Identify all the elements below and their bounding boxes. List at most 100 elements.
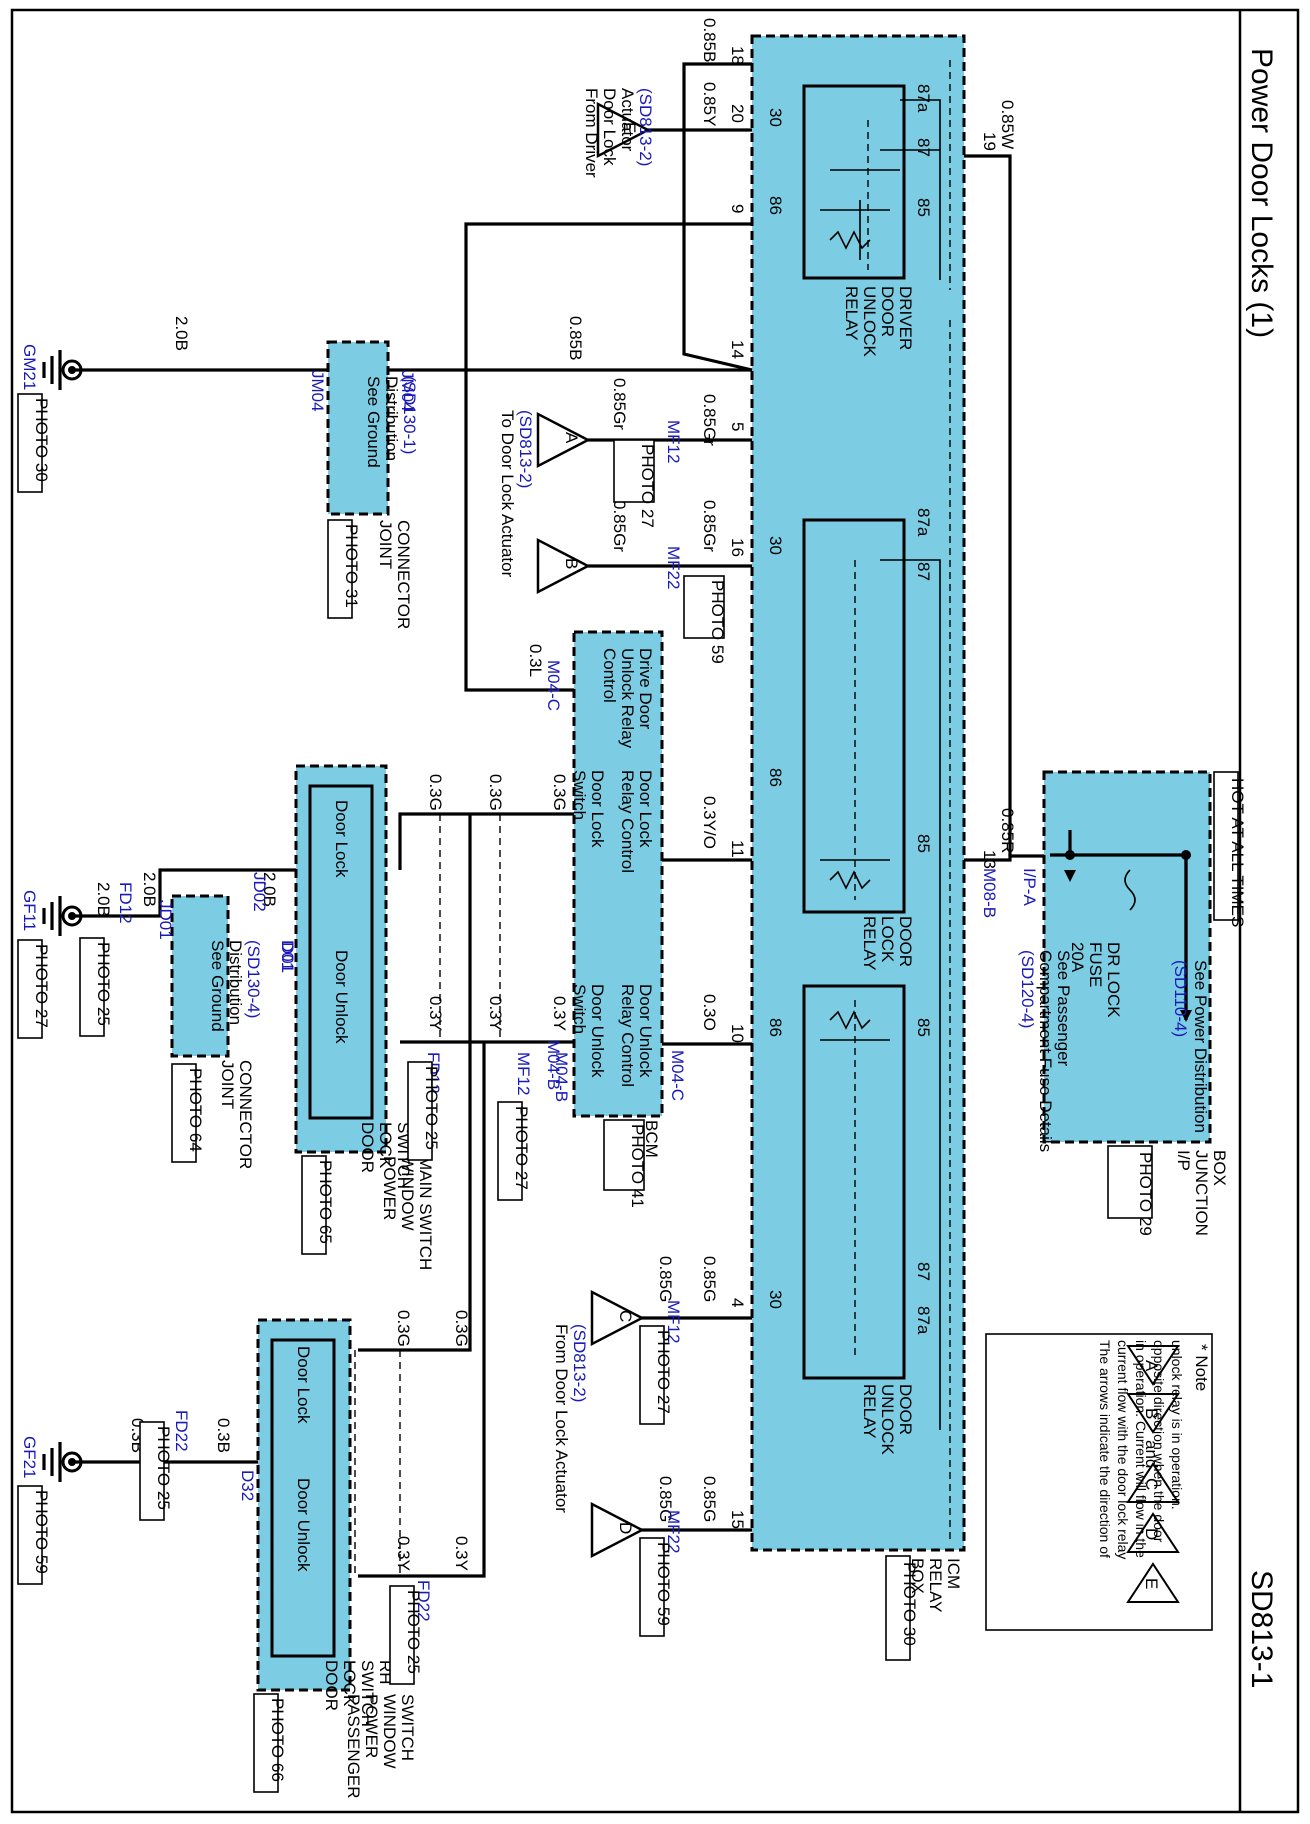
svg-text:30: 30 xyxy=(766,1290,785,1309)
svg-text:current flow with the door loc: current flow with the door lock relay xyxy=(1115,1340,1131,1559)
svg-text:MF22: MF22 xyxy=(664,546,683,589)
svg-text:D: D xyxy=(1142,1528,1161,1540)
svg-text:0.85Y: 0.85Y xyxy=(700,82,719,126)
photo-labels: PHOTO 27 PHOTO 59 PHOTO 25 PHOTO 27 PHOT… xyxy=(79,439,727,1685)
hot-at-all-times: HOT AT ALL TIMES xyxy=(1228,778,1247,927)
connector-labels: MF12 MF22 MF12 FD12 D01 JD02 FD12 MF12 M… xyxy=(116,420,1039,1622)
svg-text:87: 87 xyxy=(914,1262,933,1281)
svg-text:PHOTO 31: PHOTO 31 xyxy=(342,524,361,608)
svg-text:Compartment Fuse Details: Compartment Fuse Details xyxy=(1036,950,1055,1152)
svg-text:A: A xyxy=(562,432,581,444)
svg-text:Switch: Switch xyxy=(570,984,589,1034)
svg-text:0.85Gr: 0.85Gr xyxy=(700,500,719,552)
svg-text:PHOTO 29: PHOTO 29 xyxy=(1136,1152,1155,1236)
note-box xyxy=(985,1333,1213,1631)
svg-text:WINDOW: WINDOW xyxy=(380,1694,399,1769)
relay-lock-label: DOOR xyxy=(896,916,915,967)
svg-text:18: 18 xyxy=(728,46,747,65)
svg-text:JOINT: JOINT xyxy=(376,520,395,569)
door-lock-switch-rh[interactable] xyxy=(270,1338,336,1658)
svg-text:0.3O: 0.3O xyxy=(700,994,719,1031)
svg-text:0.85B: 0.85B xyxy=(700,18,719,62)
svg-text:DOOR: DOOR xyxy=(878,286,897,337)
svg-text:LOCK: LOCK xyxy=(340,1660,359,1707)
svg-text:PHOTO 30: PHOTO 30 xyxy=(900,1562,919,1646)
driver-door-unlock-relay[interactable] xyxy=(802,84,906,280)
svg-text:(SD130-4): (SD130-4) xyxy=(244,940,263,1018)
svg-text:PHOTO 27: PHOTO 27 xyxy=(654,1330,673,1414)
svg-text:FD22: FD22 xyxy=(172,1410,191,1452)
svg-text:DOOR: DOOR xyxy=(322,1660,341,1711)
note-line-1: The arrows indicate the direction of xyxy=(1097,1340,1113,1558)
svg-text:(SD813-2): (SD813-2) xyxy=(570,1324,589,1402)
svg-text:Door Unlock: Door Unlock xyxy=(636,984,655,1078)
terminal-a[interactable]: A xyxy=(536,411,591,469)
svg-text:PHOTO 25: PHOTO 25 xyxy=(404,1590,423,1674)
svg-text:DR LOCK: DR LOCK xyxy=(1104,942,1123,1018)
svg-text:4: 4 xyxy=(728,1298,747,1307)
svg-text:14: 14 xyxy=(728,340,747,359)
svg-text:30: 30 xyxy=(766,108,785,127)
power-ref-2: (SD110-4) xyxy=(1171,960,1190,1037)
svg-text:(SD130-1): (SD130-1) xyxy=(400,376,419,454)
svg-text:0.85Gr: 0.85Gr xyxy=(700,394,719,446)
terminal-d[interactable]: D xyxy=(590,1501,645,1559)
svg-text:PHOTO 64: PHOTO 64 xyxy=(186,1068,205,1152)
svg-text:30: 30 xyxy=(766,536,785,555)
svg-text:86: 86 xyxy=(766,1018,785,1037)
svg-text:CONNECTOR: CONNECTOR xyxy=(236,1060,255,1169)
terminal-e[interactable]: E xyxy=(596,101,651,159)
svg-text:M04-C: M04-C xyxy=(668,1050,687,1101)
svg-text:UNLOCK: UNLOCK xyxy=(860,286,879,358)
note-symbols: A B and C D E xyxy=(1126,1345,1180,1603)
svg-text:D: D xyxy=(616,1522,635,1534)
svg-text:M08-B: M08-B xyxy=(980,868,999,918)
svg-text:87a: 87a xyxy=(914,1306,933,1335)
svg-text:POWER: POWER xyxy=(362,1694,381,1758)
svg-text:GF21: GF21 xyxy=(20,1436,39,1479)
svg-text:BOX: BOX xyxy=(908,1558,927,1594)
door-lock-switch-lh[interactable] xyxy=(308,784,374,1120)
svg-text:FUSE: FUSE xyxy=(1086,942,1105,987)
svg-text:PHOTO 59: PHOTO 59 xyxy=(654,1542,673,1626)
svg-text:unlock relay is in operation.: unlock relay is in operation. xyxy=(1169,1340,1185,1510)
icm-relay-box-name: ICM xyxy=(944,1558,963,1589)
wire-labels: 0.85B 0.85Y 0.85W 0.85B 2.0B 0.85Gr 0.85… xyxy=(94,18,1017,1571)
svg-text:MF12: MF12 xyxy=(664,420,683,463)
svg-text:Drive Door: Drive Door xyxy=(636,648,655,730)
svg-text:PASSENGER: PASSENGER xyxy=(344,1694,363,1799)
svg-text:E: E xyxy=(1142,1578,1161,1589)
svg-text:PHOTO 65: PHOTO 65 xyxy=(316,1160,335,1244)
svg-text:(SD813-2): (SD813-2) xyxy=(636,88,655,166)
svg-text:0.3Y: 0.3Y xyxy=(550,996,569,1031)
relay-internals xyxy=(820,60,951,1540)
svg-text:(SD813-2): (SD813-2) xyxy=(516,410,535,488)
note-title: * Note xyxy=(1192,1344,1211,1391)
svg-text:See Ground: See Ground xyxy=(208,940,227,1032)
bcm-module xyxy=(572,630,664,1118)
bcm-name: BCM xyxy=(642,1120,661,1158)
svg-text:M04-C: M04-C xyxy=(544,660,563,711)
terminal-b[interactable]: B xyxy=(536,537,591,595)
svg-text:E: E xyxy=(620,122,639,133)
svg-text:MAIN SWITCH: MAIN SWITCH xyxy=(416,1156,435,1270)
svg-text:JM04: JM04 xyxy=(308,370,327,412)
svg-text:9: 9 xyxy=(728,204,747,213)
svg-text:20: 20 xyxy=(728,104,747,123)
svg-text:0.3Y: 0.3Y xyxy=(486,996,505,1031)
relay-pin-labels: 87a 87 30 86 85 87a 87 30 86 85 86 85 87… xyxy=(766,84,933,1335)
svg-text:87a: 87a xyxy=(914,508,933,537)
fuse-symbol xyxy=(1124,869,1136,911)
svg-text:See Passenger: See Passenger xyxy=(1054,950,1073,1067)
svg-text:and: and xyxy=(1142,1440,1161,1468)
svg-text:Door Unlock: Door Unlock xyxy=(332,950,351,1044)
svg-text:Distribution: Distribution xyxy=(382,376,401,461)
svg-text:Door Lock: Door Lock xyxy=(600,88,619,166)
svg-text:11: 11 xyxy=(728,840,747,858)
svg-text:85: 85 xyxy=(914,198,933,217)
door-lock-relay[interactable] xyxy=(802,518,906,914)
svg-text:JUNCTION: JUNCTION xyxy=(1192,1150,1211,1236)
door-unlock-relay[interactable] xyxy=(802,984,906,1380)
terminal-c[interactable]: C xyxy=(590,1289,645,1347)
svg-text:0.85R: 0.85R xyxy=(998,808,1017,853)
